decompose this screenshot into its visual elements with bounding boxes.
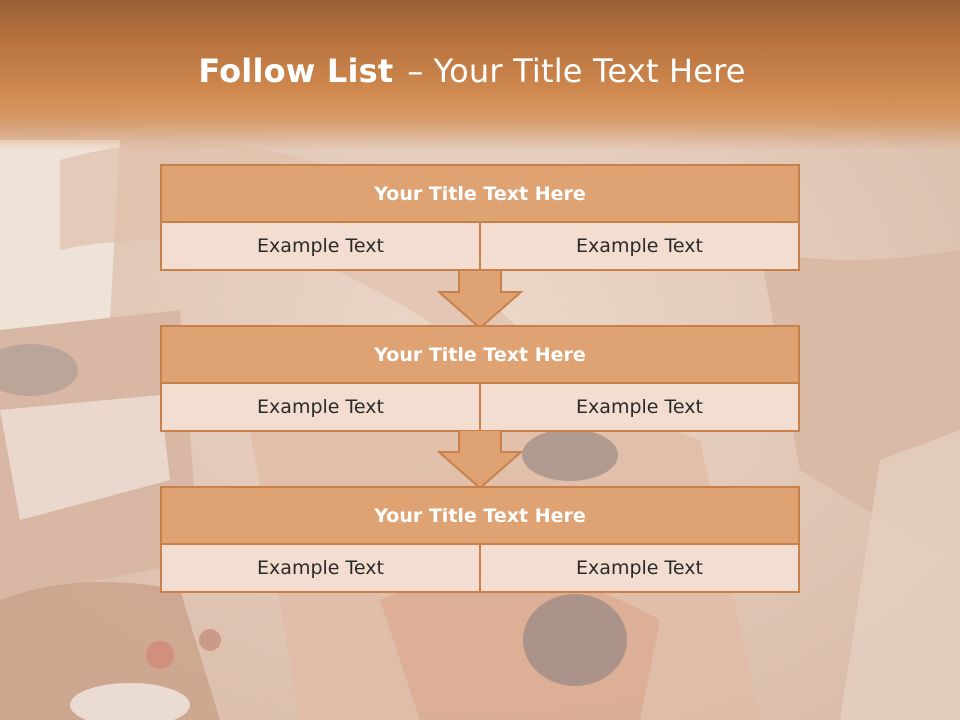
step-title-2: Your Title Text Here	[162, 327, 798, 384]
title-separator: –	[407, 52, 424, 90]
step-2-right-text: Example Text	[479, 384, 798, 430]
down-arrow-icon	[437, 430, 523, 490]
step-1-left-text: Example Text	[162, 223, 479, 269]
title-band	[0, 0, 960, 150]
down-arrow-icon	[437, 270, 523, 330]
title-bold-part: Follow List	[198, 52, 394, 90]
step-card-1: Your Title Text Here Example Text Exampl…	[160, 164, 800, 271]
slide-title: Follow List–Your Title Text Here	[0, 52, 944, 90]
step-card-3: Your Title Text Here Example Text Exampl…	[160, 486, 800, 593]
step-3-left-text: Example Text	[162, 545, 479, 591]
step-row-2: Example Text Example Text	[162, 384, 798, 430]
step-card-2: Your Title Text Here Example Text Exampl…	[160, 325, 800, 432]
step-row-3: Example Text Example Text	[162, 545, 798, 591]
step-title-1: Your Title Text Here	[162, 166, 798, 223]
step-1-right-text: Example Text	[479, 223, 798, 269]
step-title-3: Your Title Text Here	[162, 488, 798, 545]
step-2-left-text: Example Text	[162, 384, 479, 430]
title-rest: Your Title Text Here	[433, 52, 746, 90]
step-3-right-text: Example Text	[479, 545, 798, 591]
step-row-1: Example Text Example Text	[162, 223, 798, 269]
